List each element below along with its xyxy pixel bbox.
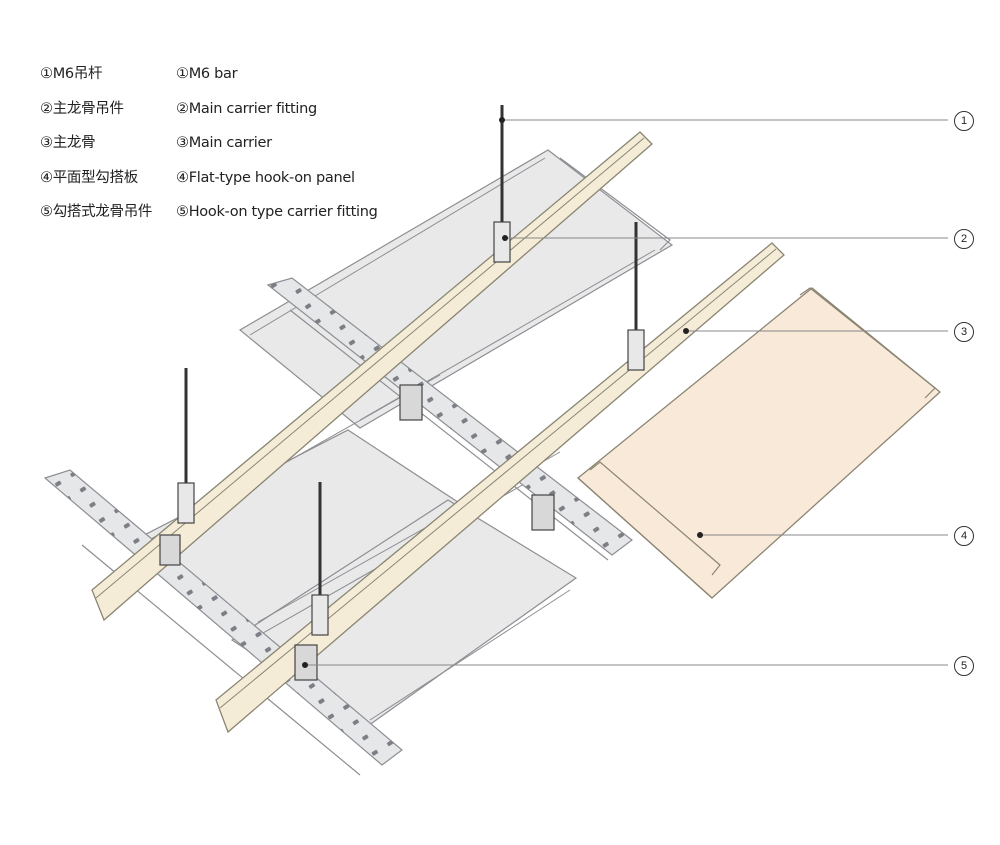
- ceiling-panels: [123, 149, 674, 729]
- main-carrier-fitting-4: [311, 594, 329, 636]
- hook-on-carrier-fitting-4: [159, 534, 181, 566]
- legend-chinese: ①M6吊杆 ②主龙骨吊件 ③主龙骨 ④平面型勾搭板 ⑤勾搭式龙骨吊件: [40, 57, 152, 230]
- hook-on-carrier-fitting-2: [531, 494, 555, 531]
- legend-zh-3: ③主龙骨: [40, 135, 96, 152]
- callout-1: 1: [954, 111, 974, 131]
- legend-en-3: ③Main carrier: [176, 135, 272, 152]
- callout-4: 4: [954, 526, 974, 546]
- main-carrier-fitting-1: [493, 221, 511, 263]
- main-carrier-back: [91, 131, 653, 622]
- legend-zh-1: ①M6吊杆: [40, 66, 103, 82]
- hook-on-carriers: [43, 277, 633, 776]
- legend-zh-5: ⑤勾搭式龙骨吊件: [40, 204, 153, 221]
- main-carrier-fitting-2: [627, 329, 645, 371]
- legend-en-5: ⑤Hook-on type carrier fitting: [176, 204, 378, 221]
- leader-lines: [305, 119, 948, 666]
- flat-hook-on-panel: [576, 287, 941, 599]
- legend-english: ①M6 bar ②Main carrier fitting ③Main carr…: [176, 57, 378, 230]
- callout-5: 5: [954, 656, 974, 676]
- legend-zh-2: ②主龙骨吊件: [40, 100, 124, 117]
- legend-en-2: ②Main carrier fitting: [176, 100, 317, 117]
- legend-zh-4: ④平面型勾搭板: [40, 169, 138, 186]
- carrier-fittings: [159, 221, 645, 681]
- leader-dots: [302, 117, 703, 668]
- hook-on-carrier-fitting-1: [399, 384, 423, 421]
- legend-en-4: ④Flat-type hook-on panel: [176, 169, 355, 186]
- legend-en-1: ①M6 bar: [176, 66, 238, 82]
- callout-2: 2: [954, 229, 974, 249]
- callout-3: 3: [954, 322, 974, 342]
- main-carrier-fitting-3: [177, 482, 195, 524]
